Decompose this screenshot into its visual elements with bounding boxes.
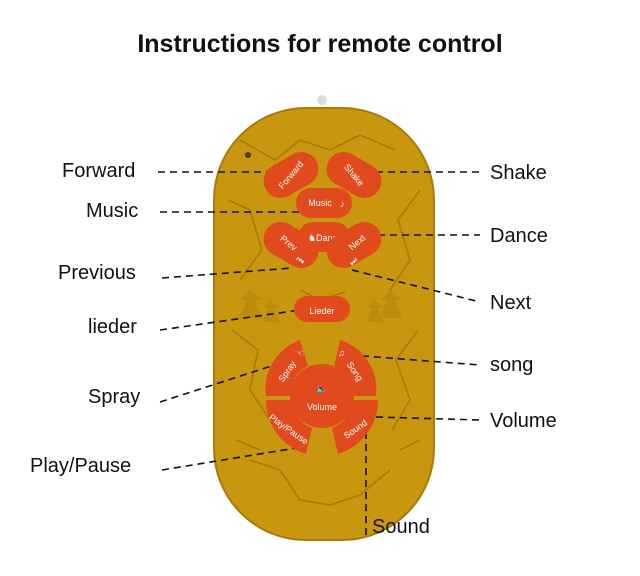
callout-spray: Spray bbox=[88, 386, 141, 408]
dance-icon: ♞ bbox=[308, 233, 316, 243]
callout-play-pause: Play/Pause bbox=[30, 455, 132, 477]
callout-next: Next bbox=[490, 292, 532, 314]
callout-lieder: lieder bbox=[88, 316, 137, 338]
page-title: Instructions for remote control bbox=[137, 30, 503, 58]
music-note-icon: ♪ bbox=[340, 199, 345, 209]
song-note-icon: ♫ bbox=[338, 348, 345, 358]
sound-button[interactable]: Sound bbox=[332, 400, 379, 454]
antenna-nub bbox=[317, 95, 327, 105]
paw-print-left bbox=[240, 290, 280, 322]
volume-button[interactable]: 🔈 Volume bbox=[290, 364, 354, 428]
callout-volume: Volume bbox=[490, 410, 557, 432]
spray-button[interactable]: Spray ☜ bbox=[265, 340, 308, 396]
next-button[interactable]: ⏭ Next bbox=[320, 216, 387, 274]
music-button-label: Music bbox=[308, 198, 332, 208]
callout-song: song bbox=[490, 354, 534, 376]
leader-lines bbox=[158, 171, 481, 540]
callout-sound: Sound bbox=[372, 516, 430, 538]
forward-button[interactable]: Forward bbox=[257, 146, 324, 204]
spray-icon: ☜ bbox=[296, 348, 304, 358]
callout-forward: Forward bbox=[62, 160, 136, 182]
song-button[interactable]: Song ♫ bbox=[334, 340, 377, 396]
callout-shake: Shake bbox=[490, 162, 547, 184]
speaker-icon: 🔈 bbox=[316, 384, 327, 395]
lieder-button[interactable]: Lieder bbox=[294, 296, 350, 322]
remote-body bbox=[213, 107, 435, 541]
lieder-button-label: Lieder bbox=[309, 306, 334, 316]
dance-button-label: Dance bbox=[316, 233, 342, 243]
ir-indicator bbox=[245, 152, 251, 158]
volume-button-label: Volume bbox=[307, 402, 337, 412]
callout-dance: Dance bbox=[490, 225, 548, 247]
callout-previous: Previous bbox=[58, 262, 136, 284]
callout-music: Music bbox=[86, 200, 139, 222]
music-button[interactable]: Music ♪ bbox=[296, 188, 352, 218]
shake-button[interactable]: Shake bbox=[320, 146, 387, 204]
paw-print-right bbox=[366, 290, 402, 322]
